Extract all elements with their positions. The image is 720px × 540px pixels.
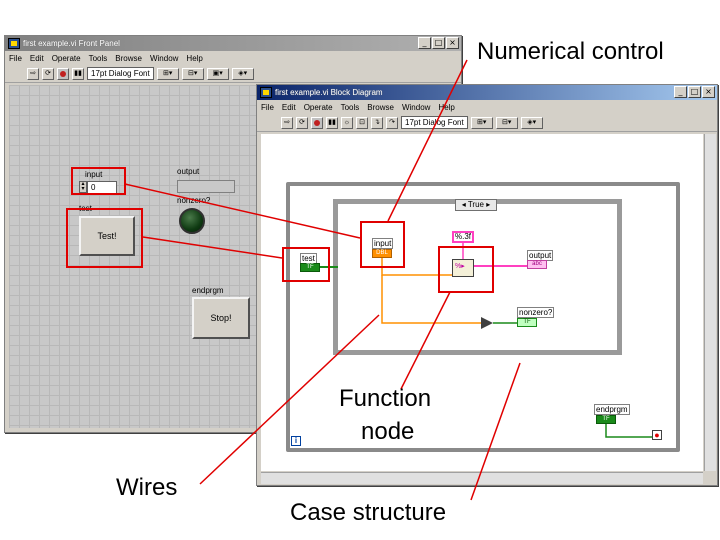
format-function-icon: %▸ xyxy=(455,263,465,270)
leader-case-structure xyxy=(470,362,521,501)
step-over-icon[interactable]: ↷ xyxy=(386,116,398,129)
close-button[interactable]: × xyxy=(702,86,715,98)
distribute-icon[interactable]: ⊟▾ xyxy=(495,116,518,129)
endprgm-terminal-label: endprgm xyxy=(594,404,630,415)
leader-input xyxy=(124,183,361,239)
menu-operate[interactable]: Operate xyxy=(51,53,81,63)
align-icon[interactable]: ⊞▾ xyxy=(470,116,493,129)
block-diagram-toolbar: ⇨ ⟳ ▮▮ ☼ ⊡ ↴ ↷ 17pt Dialog Font ⊞▾ ⊟▾ ◈▾ xyxy=(257,114,717,132)
reorder-icon[interactable]: ◈▾ xyxy=(231,67,254,80)
input-compare-wire xyxy=(381,275,481,324)
stop-condition-icon[interactable]: ● xyxy=(652,430,662,440)
menu-file[interactable]: File xyxy=(261,102,274,112)
format-into-string-function[interactable]: %▸ xyxy=(452,259,474,277)
annotation-numerical-control: Numerical control xyxy=(477,38,664,65)
menu-operate[interactable]: Operate xyxy=(303,102,333,112)
output-label: output xyxy=(177,167,200,176)
font-dropdown[interactable]: 17pt Dialog Font xyxy=(401,116,468,129)
input-increment-icon[interactable]: ▴▾ xyxy=(79,181,87,193)
front-panel-toolbar: ⇨ ⟳ ▮▮ 17pt Dialog Font ⊞▾ ⊟▾ ▣▾ ◈▾ xyxy=(5,65,461,83)
front-panel-menubar: File Edit Operate Tools Browse Window He… xyxy=(5,52,461,64)
front-panel-title: first example.vi Front Panel xyxy=(23,39,120,48)
front-panel-titlebar: first example.vi Front Panel _ □ × xyxy=(5,36,461,51)
vi-icon xyxy=(260,87,272,98)
stop-button[interactable]: Stop! xyxy=(192,297,250,339)
case-next-icon[interactable]: ▸ xyxy=(486,200,491,209)
run-continuous-icon[interactable]: ⟳ xyxy=(296,116,308,129)
endprgm-wire xyxy=(605,424,652,438)
reorder-icon[interactable]: ◈▾ xyxy=(520,116,543,129)
pause-icon[interactable]: ▮▮ xyxy=(326,116,338,129)
menu-browse[interactable]: Browse xyxy=(367,102,394,112)
annotation-case-structure: Case structure xyxy=(290,499,447,526)
case-selector-label: True xyxy=(467,200,484,209)
input-label: input xyxy=(85,170,103,179)
maximize-button[interactable]: □ xyxy=(688,86,701,98)
highlight-function-node xyxy=(438,246,494,293)
run-arrow-icon[interactable]: ⇨ xyxy=(27,67,39,80)
test-terminal[interactable]: TF xyxy=(300,263,320,272)
output-indicator xyxy=(177,180,235,193)
distribute-icon[interactable]: ⊟▾ xyxy=(181,67,204,80)
case-prev-icon[interactable]: ◂ xyxy=(461,200,466,209)
highlight-execution-icon[interactable]: ☼ xyxy=(341,116,353,129)
menu-browse[interactable]: Browse xyxy=(115,53,142,63)
format-string-constant[interactable]: %.3f xyxy=(452,231,474,243)
menu-edit[interactable]: Edit xyxy=(29,53,44,63)
nonzero-led xyxy=(179,208,205,234)
highlight-input-control xyxy=(71,167,126,195)
minimize-button[interactable]: _ xyxy=(674,86,687,98)
block-diagram-titlebar: first example.vi Block Diagram _ □ × xyxy=(257,85,717,100)
menu-edit[interactable]: Edit xyxy=(281,102,296,112)
endprgm-label: endprgm xyxy=(192,286,224,295)
test-button[interactable]: Test! xyxy=(79,216,135,256)
loop-index-terminal: i xyxy=(291,436,301,446)
while-loop-frame[interactable] xyxy=(286,182,680,452)
menu-help[interactable]: Help xyxy=(438,102,455,112)
run-continuous-icon[interactable]: ⟳ xyxy=(42,67,54,80)
menu-help[interactable]: Help xyxy=(186,53,203,63)
leader-test xyxy=(142,236,283,259)
menu-window[interactable]: Window xyxy=(149,53,179,63)
vi-icon xyxy=(8,38,20,49)
input-terminal[interactable]: DBL xyxy=(372,249,392,258)
leader-function-node xyxy=(400,291,451,390)
step-into-icon[interactable]: ↴ xyxy=(371,116,383,129)
menu-window[interactable]: Window xyxy=(401,102,431,112)
block-diagram-menubar: File Edit Operate Tools Browse Window He… xyxy=(257,101,717,113)
retain-wire-values-icon[interactable]: ⊡ xyxy=(356,116,368,129)
block-diagram-title: first example.vi Block Diagram xyxy=(275,88,383,97)
highlight-test-button xyxy=(66,208,143,268)
endprgm-terminal[interactable]: TF xyxy=(596,415,616,424)
font-dropdown[interactable]: 17pt Dialog Font xyxy=(87,67,154,80)
highlight-input-terminal xyxy=(360,221,405,268)
annotation-function-node-line2: node xyxy=(361,418,415,445)
menu-tools[interactable]: Tools xyxy=(340,102,360,112)
leader-wires xyxy=(199,314,380,485)
not-equal-zero-icon[interactable] xyxy=(481,317,493,329)
nonzero-terminal[interactable]: TF xyxy=(517,318,537,327)
menu-tools[interactable]: Tools xyxy=(88,53,108,63)
output-terminal[interactable]: abc xyxy=(527,260,547,269)
horizontal-scrollbar[interactable] xyxy=(261,472,703,484)
menu-file[interactable]: File xyxy=(9,53,22,63)
abort-icon[interactable] xyxy=(57,67,69,80)
resize-icon[interactable]: ▣▾ xyxy=(206,67,229,80)
minimize-button[interactable]: _ xyxy=(418,37,431,49)
maximize-button[interactable]: □ xyxy=(432,37,445,49)
nonzero-terminal-label: nonzero? xyxy=(517,307,555,318)
pause-icon[interactable]: ▮▮ xyxy=(72,67,84,80)
input-terminal-label: input xyxy=(372,238,394,249)
annotation-function-node-line1: Function xyxy=(339,385,432,412)
vertical-scrollbar[interactable] xyxy=(704,134,716,471)
abort-icon[interactable] xyxy=(311,116,323,129)
run-arrow-icon[interactable]: ⇨ xyxy=(281,116,293,129)
annotation-wires: Wires xyxy=(116,474,178,501)
close-button[interactable]: × xyxy=(446,37,459,49)
align-icon[interactable]: ⊞▾ xyxy=(156,67,179,80)
leader-numerical-control xyxy=(387,59,468,222)
highlight-test-terminal xyxy=(282,247,330,282)
case-selector[interactable]: ◂ True ▸ xyxy=(455,199,497,211)
